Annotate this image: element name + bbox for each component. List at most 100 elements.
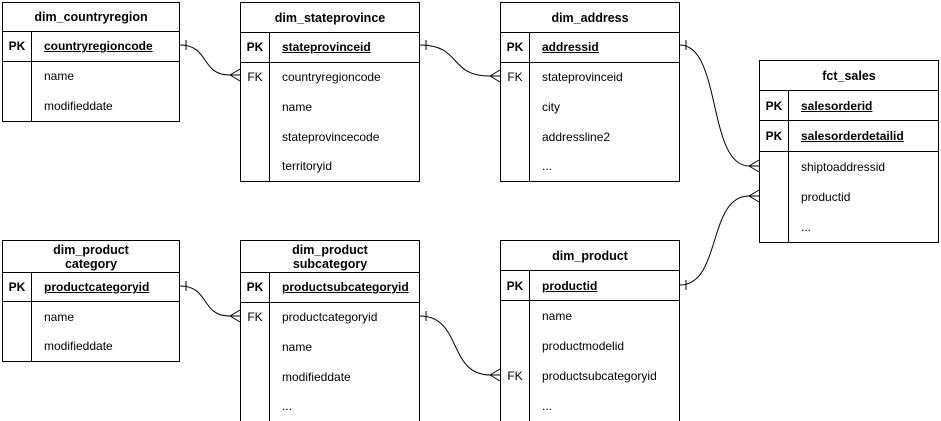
table-row: name — [241, 332, 419, 362]
column-name: name — [44, 69, 75, 84]
key-label — [3, 331, 32, 361]
crows-foot-prong — [489, 374, 501, 382]
key-label: FK — [241, 62, 270, 93]
relationship-dim_productsubcategory-dim_product[interactable] — [419, 311, 501, 382]
column-name: countryregioncode — [282, 70, 381, 85]
key-label — [3, 302, 32, 332]
relationship-dim_product-fct_sales[interactable] — [679, 189, 760, 290]
table-title-line: dim_product — [53, 242, 129, 257]
table-title: fct_sales — [760, 61, 938, 91]
relationship-line — [679, 44, 750, 167]
table-row: modifieddate — [241, 361, 419, 392]
column-name: salesorderdetailid — [801, 128, 904, 143]
table-row: addressline2 — [501, 121, 679, 152]
table-title-line: dim_address — [551, 10, 629, 25]
crows-foot-prong — [489, 75, 501, 83]
column-name: addressid — [542, 40, 599, 55]
key-label — [501, 331, 530, 361]
relationship-dim_countryregion-dim_stateprovince[interactable] — [179, 40, 241, 82]
column-name: salesorderid — [801, 98, 873, 113]
column-name: name — [542, 309, 573, 323]
table-row: modifieddate — [3, 91, 179, 121]
table-title: dim_stateprovince — [241, 3, 419, 33]
key-label: FK — [501, 361, 530, 391]
key-label: FK — [241, 302, 270, 333]
column-name: ... — [801, 220, 812, 235]
column-name: ... — [282, 399, 293, 414]
table-title-line: dim_stateprovince — [274, 10, 386, 25]
key-label: PK — [3, 273, 32, 302]
key-label — [501, 121, 530, 152]
table-row: city — [501, 92, 679, 122]
column-name: territoryid — [282, 159, 333, 174]
table-row: name — [3, 61, 179, 91]
relationship-dim_address-fct_sales[interactable] — [679, 40, 760, 173]
key-label — [501, 92, 530, 122]
table-row: name — [241, 92, 419, 122]
table-row: territoryid — [241, 151, 419, 181]
crows-foot-prong — [229, 68, 241, 76]
table-row: stateprovincecode — [241, 121, 419, 152]
table-row: productid — [760, 181, 938, 213]
crows-foot-prong — [229, 315, 241, 323]
crows-foot-prong — [229, 309, 241, 317]
table-title-line: dim_countryregion — [34, 10, 148, 24]
table-title-line: dim_product — [292, 242, 368, 257]
key-label: PK — [3, 32, 32, 61]
key-label — [501, 391, 530, 421]
column-name: productid — [801, 190, 851, 205]
table-row: ... — [760, 212, 938, 243]
crows-foot-prong — [489, 368, 501, 376]
crows-foot-prong — [748, 189, 760, 197]
table-title: dim_product — [501, 241, 679, 271]
table-row: ... — [501, 151, 679, 181]
key-label — [760, 151, 789, 182]
column-name: productmodelid — [542, 339, 625, 353]
column-name: name — [282, 99, 313, 114]
key-label: PK — [760, 121, 789, 151]
key-label — [501, 301, 530, 331]
table-row: ... — [241, 391, 419, 421]
column-name: name — [44, 309, 75, 324]
relationship-line — [179, 285, 231, 317]
key-label — [241, 391, 270, 421]
column-name: modifieddate — [282, 369, 351, 384]
column-name: stateprovincecode — [282, 129, 380, 144]
column-name: stateprovinceid — [542, 70, 623, 85]
key-label — [241, 151, 270, 181]
key-label: FK — [501, 62, 530, 93]
table-title-line: category — [64, 256, 118, 271]
table-title-line: dim_product — [552, 248, 628, 263]
key-label — [241, 121, 270, 152]
crows-foot-prong — [229, 74, 241, 82]
key-label: PK — [241, 273, 270, 302]
column-name: modifieddate — [44, 339, 113, 354]
relationship-dim_productcategory-dim_productsubcategory[interactable] — [179, 281, 241, 323]
table-row: ... — [501, 391, 679, 421]
relationship-dim_stateprovince-dim_address[interactable] — [419, 40, 501, 83]
key-label — [3, 91, 32, 121]
key-label — [501, 151, 530, 181]
key-label — [241, 361, 270, 392]
table-row: productmodelid — [501, 331, 679, 361]
table-title-line: fct_sales — [822, 68, 876, 83]
column-name: stateprovinceid — [282, 40, 371, 55]
column-name: ... — [542, 159, 553, 174]
column-name: ... — [542, 399, 553, 413]
column-name: productid — [542, 278, 598, 293]
